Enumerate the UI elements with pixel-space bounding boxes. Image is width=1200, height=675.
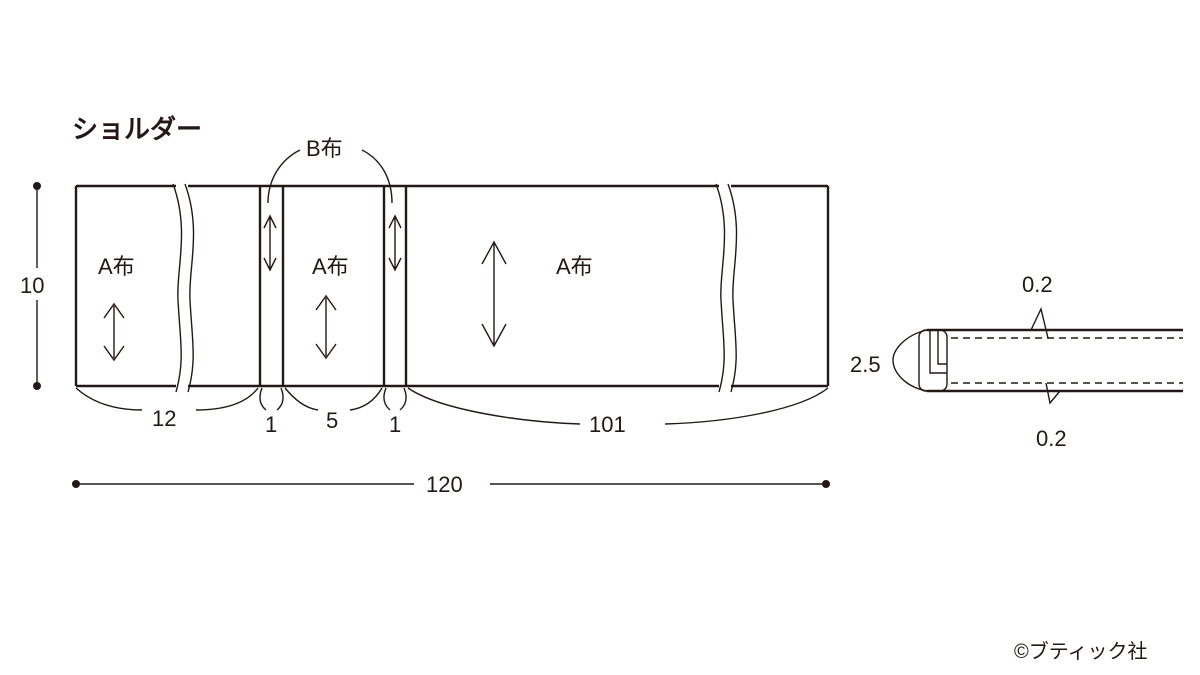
dim-seg-5: 5 bbox=[326, 408, 338, 433]
dim-section-width: 2.5 bbox=[850, 352, 881, 377]
grain-arrows bbox=[103, 214, 507, 362]
label-fabric-b: B布 bbox=[306, 136, 343, 161]
total-dimension bbox=[72, 480, 830, 488]
dim-stitch-bottom: 0.2 bbox=[1036, 426, 1067, 451]
diagram-title: ショルダー bbox=[72, 114, 202, 145]
break-mark bbox=[172, 183, 183, 393]
stitch-leader-bottom bbox=[1045, 382, 1061, 405]
break-mark bbox=[715, 183, 726, 393]
strap-pattern bbox=[74, 183, 830, 393]
dim-stitch-top: 0.2 bbox=[1022, 272, 1053, 297]
stitch-leader-top bbox=[1030, 306, 1049, 339]
label-fabric-a-1: A布 bbox=[98, 254, 135, 279]
copyright: ©ブティック社 bbox=[1014, 639, 1148, 663]
dim-total: 120 bbox=[426, 472, 463, 497]
segment-brackets bbox=[75, 387, 829, 425]
label-fabric-a-2: A布 bbox=[312, 254, 349, 279]
label-fabric-a-3: A布 bbox=[556, 254, 593, 279]
dim-seg-1b: 1 bbox=[389, 412, 401, 437]
fabric-b-leader bbox=[267, 149, 393, 204]
dim-seg-1a: 1 bbox=[265, 412, 277, 437]
dim-seg-101: 101 bbox=[589, 412, 626, 437]
height-dimension bbox=[33, 182, 41, 390]
dim-height: 10 bbox=[20, 273, 44, 298]
cross-section bbox=[892, 306, 1183, 405]
dim-seg-12: 12 bbox=[152, 406, 176, 431]
